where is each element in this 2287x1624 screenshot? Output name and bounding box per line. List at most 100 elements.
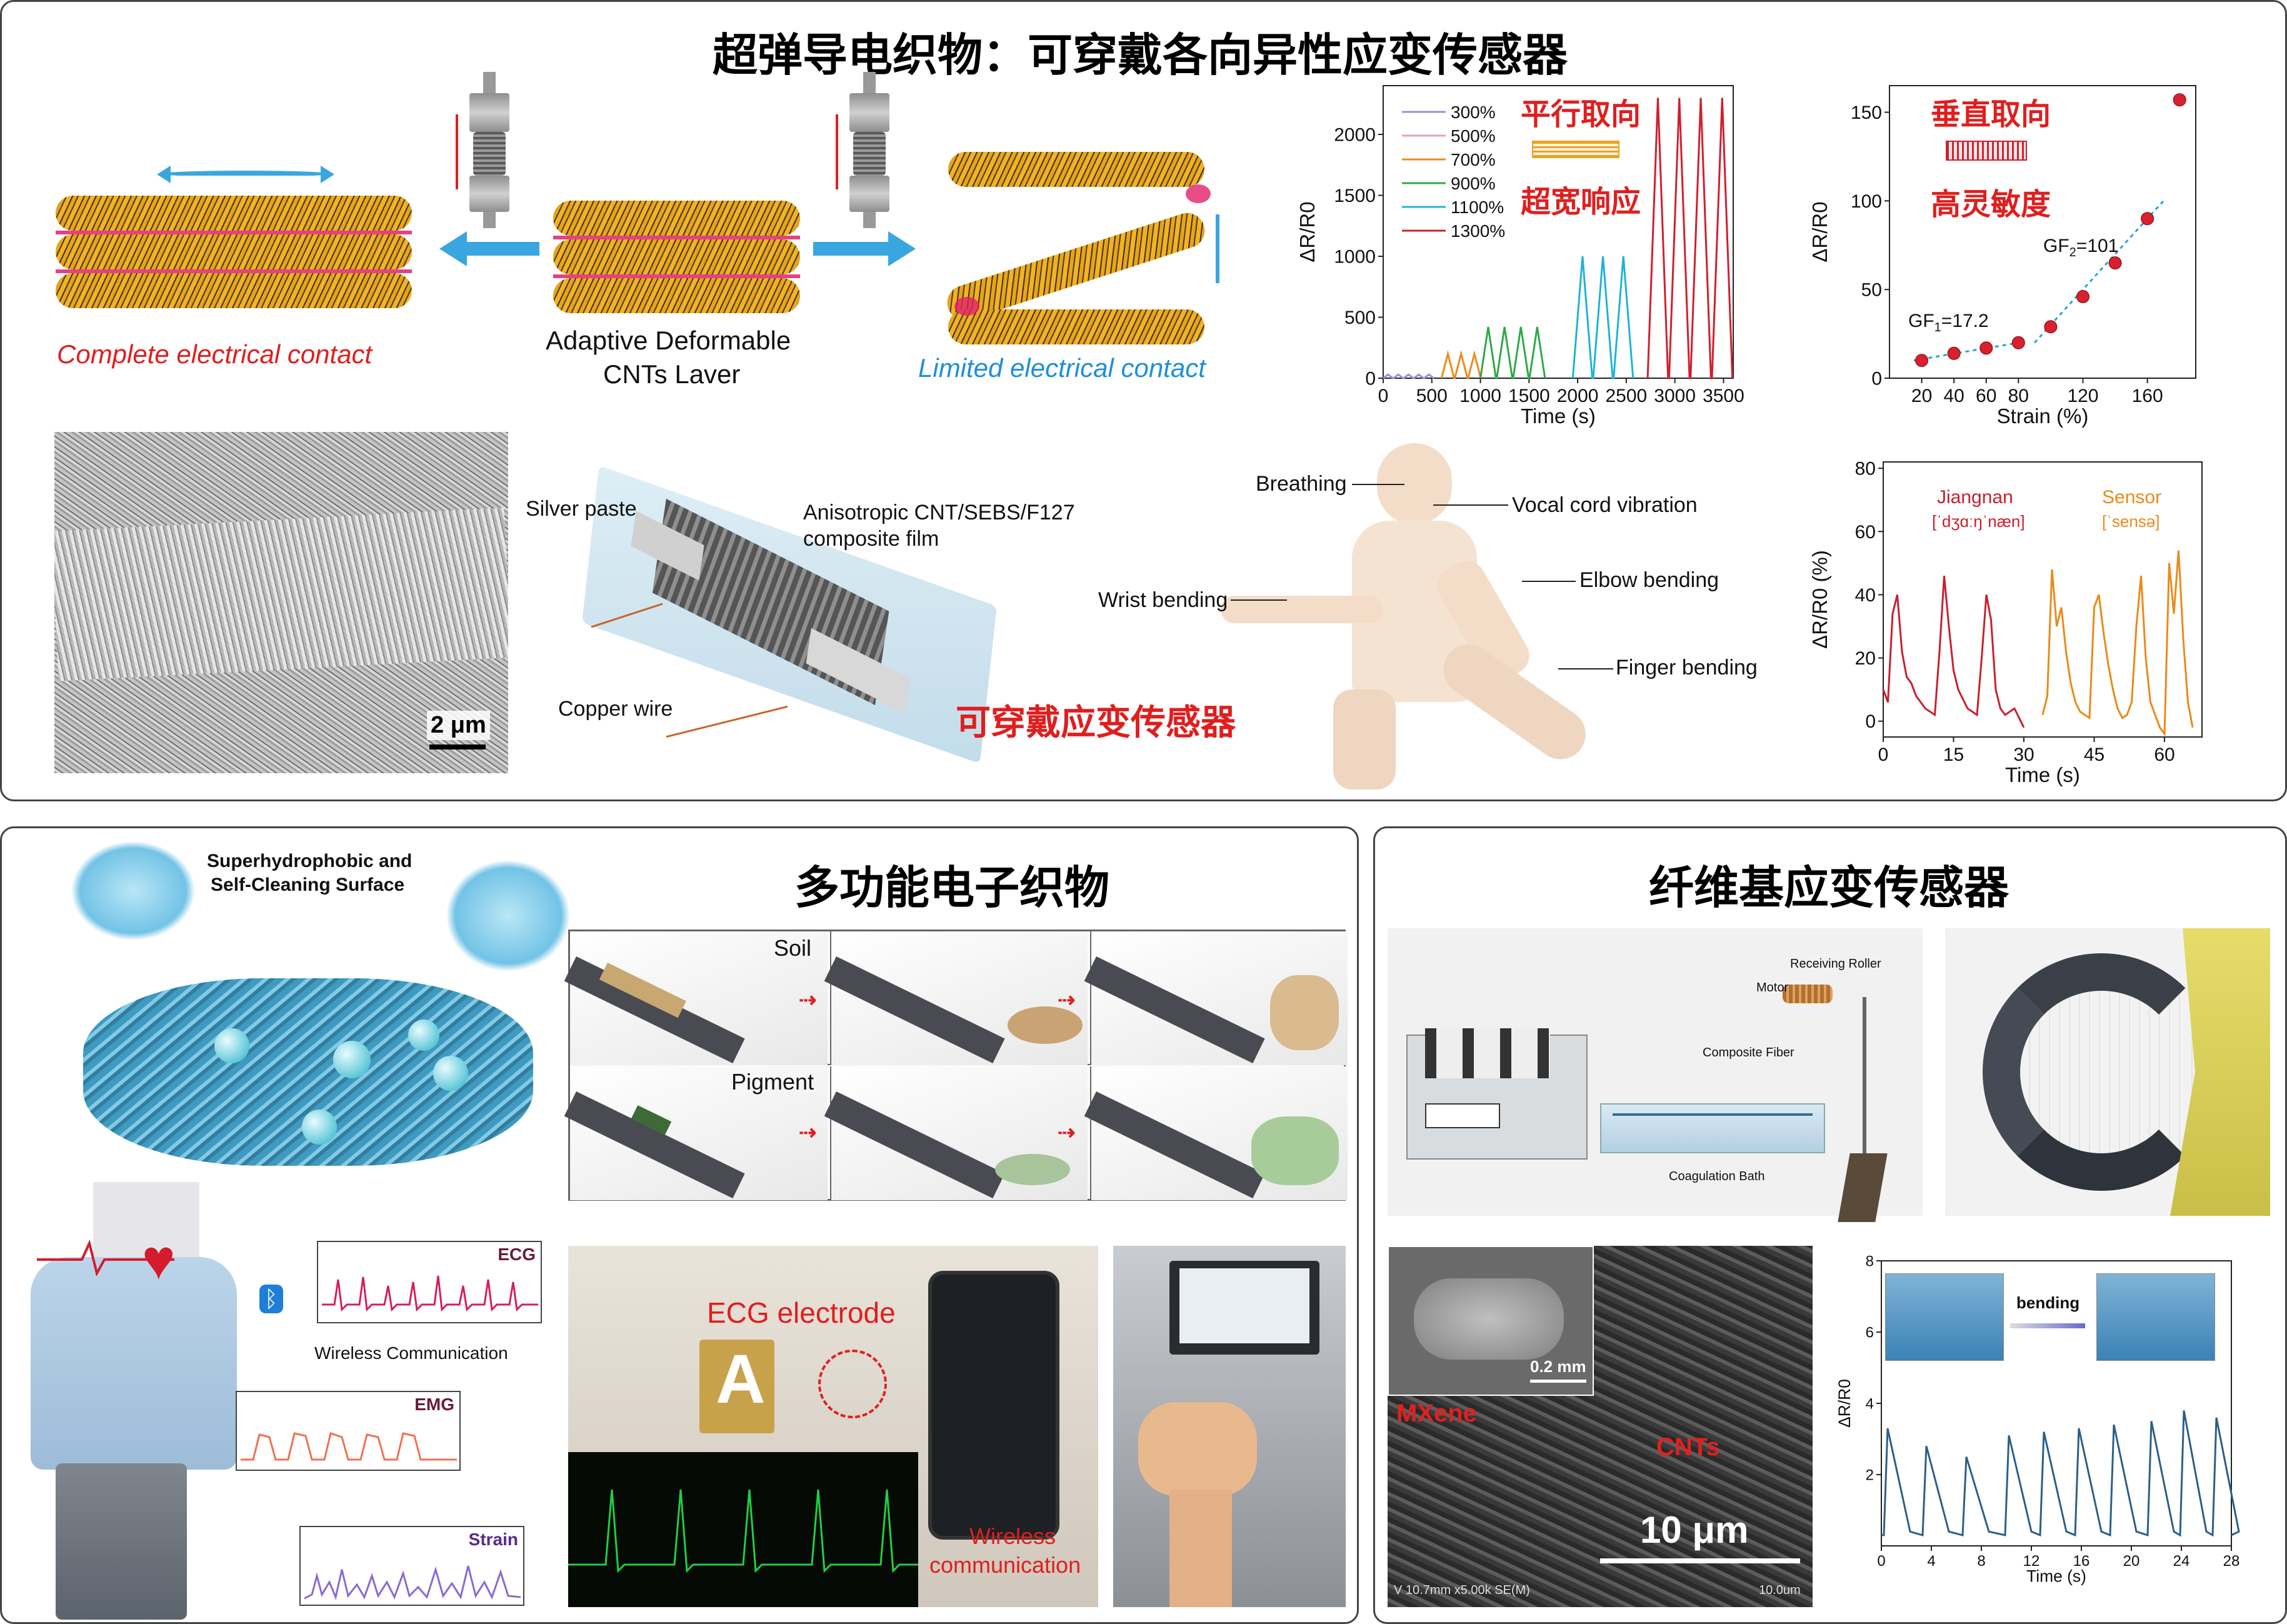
bend-arrow: [1216, 214, 1219, 283]
bluetooth-icon: ᛒ: [259, 1285, 283, 1313]
clamp-arrow-right: [836, 114, 838, 189]
ecg-box: ECG: [317, 1241, 542, 1323]
x-tick-label: 60: [1976, 386, 1996, 406]
x-tick-label: 12: [2023, 1553, 2040, 1570]
finger-label: Finger bending: [1616, 656, 1758, 679]
x-tick-label: 500: [1416, 386, 1448, 406]
y-tick-label: 8: [1866, 1253, 1874, 1270]
x-tick-label: 0: [1877, 1553, 1885, 1570]
series-line-900%: [1479, 326, 1546, 379]
x-tick-label: 80: [2008, 386, 2029, 406]
x-tick-label: 0: [1378, 386, 1389, 406]
heart-ecg-trace: [37, 1240, 174, 1276]
mxene-label: MXene: [1396, 1400, 1477, 1427]
x-tick-label: 120: [2067, 386, 2098, 406]
pigment-label: Pigment: [731, 1069, 814, 1095]
sensor-ipa: [ˈsensə]: [2102, 512, 2160, 531]
legend-label: 500%: [1451, 126, 1496, 146]
elbow-label: Elbow bending: [1579, 568, 1719, 592]
superhydrophobic-illustration: [58, 841, 583, 1191]
data-point: [1979, 341, 1993, 355]
finger-photo-straight: [1885, 1273, 2004, 1361]
man-figure: [18, 1170, 318, 1620]
x-tick-label: 4: [1927, 1553, 1935, 1570]
complete-contact-label: Complete electrical contact: [57, 339, 373, 369]
sem-inset: 0.2 mm: [1388, 1246, 1594, 1396]
y-tick-label: 100: [1851, 191, 1882, 212]
cnts-label: CNTs: [1656, 1433, 1720, 1461]
wireless-label: Wireless Communication: [314, 1343, 508, 1363]
self-cleaning-photos: Soil ⇢ ⇢ Pigment ⇢ ⇢: [564, 930, 1348, 1201]
br-title: 纤维基应变传感器: [1649, 863, 2009, 913]
series-line-1300%: [1646, 98, 1734, 379]
elbow-leader: [1522, 581, 1576, 582]
human-figure: [1221, 439, 1802, 789]
ecg-electrode-photo: A ECG electrode Wireless communication: [568, 1246, 1098, 1607]
y-tick-label: 500: [1344, 308, 1376, 328]
receiving-roller-label: Receiving Roller: [1790, 957, 1881, 971]
emg-label: EMG: [414, 1395, 454, 1414]
sem-scale-bar-br: [1600, 1558, 1800, 1563]
bottom-left-panel: 多功能电子织物 Superhydrophobic and Self-Cleani…: [0, 826, 1359, 1624]
clamp-arrow-left: [456, 114, 458, 189]
x-tick-label: 16: [2073, 1553, 2090, 1570]
wearable-sensor-label: 可穿戴应变传感器: [956, 703, 1236, 742]
x-tick-label: 2000: [1557, 386, 1599, 406]
y-axis-label: ΔR/R0: [1838, 1379, 1854, 1428]
bl-title: 多功能电子织物: [794, 863, 1110, 913]
x-tick-label: 40: [1943, 386, 1964, 406]
ecg-monitor-screen: [568, 1452, 918, 1607]
x-tick-label: 60: [2154, 744, 2174, 765]
sensor-label: Sensor: [2102, 487, 2162, 508]
silver-paste-label: Silver paste: [526, 497, 637, 521]
data-point: [2076, 290, 2089, 304]
superhydrophobic-label-2: Self-Cleaning Surface: [211, 875, 405, 895]
sem-image-fiber: 2 μm: [54, 432, 508, 773]
copper-wire-label: Copper wire: [558, 697, 673, 721]
series-line-bending: [1881, 1410, 2240, 1537]
finger-leader: [1558, 668, 1613, 669]
pigment-row: Pigment ⇢ ⇢: [564, 1066, 1348, 1200]
x-tick-label: 8: [1977, 1553, 1985, 1570]
y-axis-label: ΔR/R0: [1808, 201, 1831, 262]
bending-label: bending: [2016, 1293, 2080, 1312]
fiber-bundle-center: [553, 194, 800, 319]
inset-scale-bar: [1530, 1380, 1586, 1383]
stretch-arrow: [161, 171, 330, 177]
y-tick-label: 20: [1855, 648, 1876, 669]
fiber-zigzag: [943, 147, 1211, 359]
parallel-sub: 超宽响应: [1521, 186, 1641, 219]
y-tick-label: 0: [1865, 711, 1876, 732]
parallel-orientation-icon: [1532, 141, 1619, 158]
x-tick-label: 45: [2084, 744, 2104, 765]
legend-label: 300%: [1451, 103, 1496, 122]
y-tick-label: 60: [1855, 522, 1876, 543]
strain-label: Strain: [468, 1530, 518, 1549]
pigment-arrow-2: ⇢: [1058, 1121, 1076, 1145]
series-line-300%: [1383, 373, 1434, 379]
series-line-700%: [1440, 350, 1482, 379]
plot-frame: [1383, 85, 1734, 379]
y-tick-label: 6: [1866, 1324, 1874, 1341]
jiangnan-ipa: [ˈdʒɑːŋˈnæn]: [1932, 512, 2025, 531]
sem-scale-bar: [429, 744, 486, 749]
pigment-arrow-1: ⇢: [799, 1121, 817, 1145]
x-tick-label: 1500: [1508, 386, 1550, 406]
arrow-right-big: [888, 231, 916, 266]
x-tick-label: 3000: [1654, 386, 1696, 406]
y-tick-label: 1000: [1334, 247, 1376, 268]
series-line-1100%: [1571, 256, 1634, 379]
motor-label: Motor: [1756, 981, 1789, 995]
soil-arrow-1: ⇢: [799, 988, 817, 1012]
limited-contact-label: Limited electrical contact: [918, 353, 1206, 383]
x-tick-label: 30: [2013, 744, 2034, 765]
parallel-title: 平行取向: [1521, 98, 1641, 131]
vertical-title: 垂直取向: [1931, 98, 2051, 131]
x-axis-label: Time (s): [2005, 763, 2080, 786]
sem-footer-left: V 10.7mm x5.00k SE(M): [1394, 1583, 1530, 1597]
legend-label: 700%: [1451, 150, 1496, 169]
y-tick-label: 80: [1855, 459, 1876, 479]
